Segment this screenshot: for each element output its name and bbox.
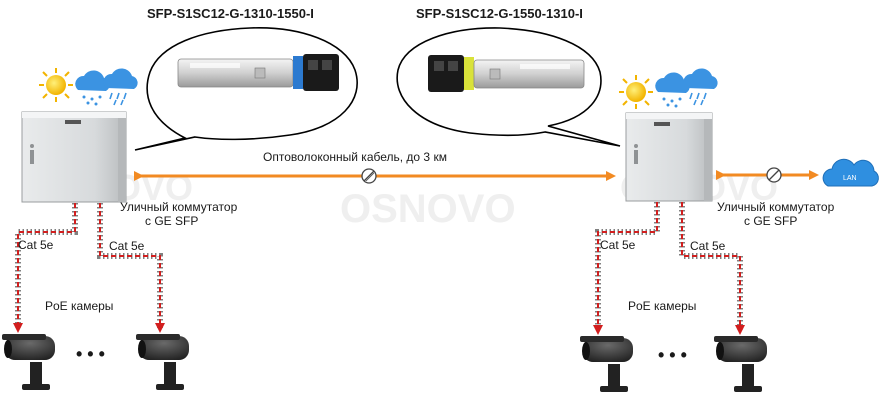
lan-label: LAN (843, 175, 857, 182)
sun-icon-right (619, 75, 653, 109)
camera-icon-left-1 (2, 334, 55, 390)
rain-cloud-icon-left (103, 68, 138, 106)
switch-cabinet-left (21, 111, 127, 203)
poe-cables-left (13, 203, 165, 333)
switch-left-label-line1: Уличный коммутатор (120, 200, 238, 214)
ellipsis-left: • • • (76, 344, 105, 364)
cameras-label-right: PoE камеры (628, 299, 696, 313)
switch-right-label-line2: с GE SFP (744, 214, 797, 228)
switch-left-label-line2: с GE SFP (145, 214, 198, 228)
camera-icon-right-2 (714, 336, 767, 392)
poe-cables-right (593, 202, 745, 335)
switch-right-label-line1: Уличный коммутатор (717, 200, 835, 214)
cable-label-right-1: Cat 5e (600, 238, 636, 252)
title-right-sfp: SFP-S1SC12-G-1550-1310-I (416, 6, 583, 21)
title-left-sfp: SFP-S1SC12-G-1310-1550-I (147, 6, 314, 21)
fiber-coupler-icon (361, 168, 377, 184)
weather-icons-left (39, 68, 138, 106)
fiber-label: Оптоволоконный кабель, до 3 км (263, 150, 447, 164)
sun-icon-left (39, 68, 73, 102)
lan-coupler-icon (766, 167, 782, 183)
fiber-link: Оптоволоконный кабель, до 3 км (134, 150, 616, 184)
camera-icon-right-1 (580, 336, 633, 392)
cable-label-left-2: Cat 5e (109, 239, 145, 253)
switch-cabinet-right (625, 112, 713, 202)
cameras-label-left: PoE камеры (45, 299, 113, 313)
cable-label-right-2: Cat 5e (690, 239, 726, 253)
watermark-center: OSNOVO (340, 187, 516, 231)
ellipsis-right: • • • (658, 345, 687, 365)
snow-cloud-icon-left (75, 70, 110, 106)
rain-cloud-icon-right (683, 68, 718, 106)
sfp-module-right (428, 55, 585, 92)
cable-label-left-1: Cat 5e (18, 238, 54, 252)
snow-cloud-icon-right (655, 72, 690, 108)
sfp-module-left (177, 54, 339, 91)
lan-cloud-icon: LAN (822, 158, 879, 187)
weather-icons-right (619, 68, 718, 109)
camera-icon-left-2 (136, 334, 189, 390)
lan-link (716, 167, 819, 183)
